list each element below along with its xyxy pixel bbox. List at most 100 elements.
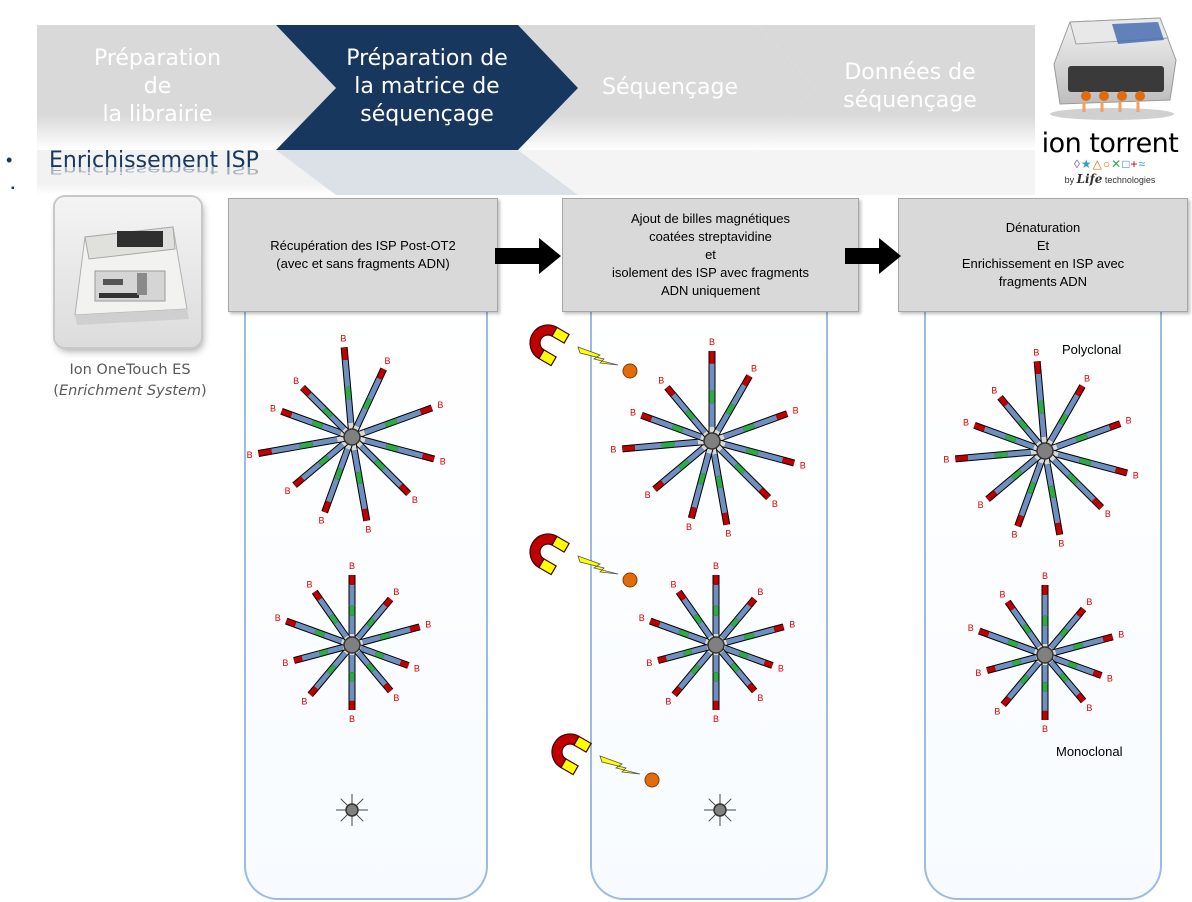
dna-strand-segment bbox=[622, 445, 636, 452]
biotin-label: B bbox=[757, 693, 763, 703]
ion-torrent-logo: ion torrent ◊★△○✕□+≈ by Life technologie… bbox=[1035, 128, 1185, 186]
dna-strand-segment bbox=[715, 412, 730, 432]
dna-strand-segment bbox=[993, 476, 1015, 495]
dna-strand-segment bbox=[1031, 462, 1043, 484]
biotin-label: B bbox=[319, 516, 325, 526]
dna-strand-segment bbox=[383, 682, 393, 693]
dna-strand-segment bbox=[341, 347, 348, 361]
dna-strand-segment bbox=[690, 664, 701, 675]
dna-strand-segment bbox=[1076, 692, 1086, 703]
dna-strand-segment bbox=[994, 451, 1008, 458]
dna-strand-segment bbox=[1015, 514, 1024, 528]
biotin-label: B bbox=[645, 490, 651, 500]
dna-strand-segment bbox=[773, 624, 785, 632]
dna-strand-segment bbox=[738, 651, 749, 659]
dna-strand-segment bbox=[1027, 631, 1042, 648]
arrow-1-to-2 bbox=[495, 238, 561, 274]
dna-strand-segment bbox=[1055, 522, 1063, 536]
dna-strand-segment bbox=[1019, 492, 1033, 517]
biotin-label: B bbox=[1000, 589, 1006, 599]
dna-strand-segment bbox=[383, 597, 393, 608]
dna-strand-segment bbox=[688, 506, 697, 519]
dna-strand-segment bbox=[681, 597, 698, 617]
dna-strand-segment bbox=[1019, 674, 1030, 685]
dna-strand-segment bbox=[987, 632, 1010, 644]
biotin-label: B bbox=[639, 613, 645, 623]
dna-strand-segment bbox=[314, 671, 331, 690]
dna-strand-segment bbox=[351, 449, 361, 473]
magnet-icon bbox=[551, 733, 592, 776]
dna-strand-segment bbox=[381, 466, 403, 488]
dna-strand-segment bbox=[678, 671, 695, 690]
dna-strand-segment bbox=[1001, 696, 1011, 707]
dna-strand-segment bbox=[327, 645, 344, 654]
dna-strand-segment bbox=[322, 407, 333, 418]
dna-strand-segment bbox=[649, 618, 661, 627]
dna-strand-segment bbox=[735, 669, 752, 687]
dna-strand-segment bbox=[285, 618, 297, 627]
section-title: Enrichissement ISP bbox=[49, 148, 259, 173]
biotin-label: B bbox=[725, 529, 731, 539]
empty-isp-core bbox=[345, 803, 359, 817]
dna-strand-segment bbox=[323, 632, 343, 644]
dna-strand-segment bbox=[1050, 497, 1061, 524]
dna-strand-segment bbox=[373, 458, 386, 471]
dna-strand-segment bbox=[724, 645, 741, 656]
dna-strand-segment bbox=[697, 472, 706, 485]
dna-strand-segment bbox=[1007, 681, 1024, 700]
dna-strand-segment bbox=[742, 423, 755, 432]
dna-strand-segment bbox=[332, 651, 348, 668]
dna-strand-segment bbox=[717, 487, 728, 514]
dna-strand-segment bbox=[1039, 413, 1047, 437]
step-label-2: Préparation de la matrice de séquençage bbox=[346, 46, 508, 127]
dna-strand-segment bbox=[1048, 485, 1056, 499]
dna-strand-segment bbox=[1064, 679, 1081, 697]
dna-strand-segment bbox=[973, 422, 986, 432]
dna-strand-segment bbox=[398, 483, 411, 496]
dna-strand-segment bbox=[1025, 661, 1041, 678]
dna-strand-segment bbox=[334, 621, 349, 638]
biotin-label: B bbox=[1058, 539, 1064, 549]
dna-strand-segment bbox=[1090, 460, 1117, 473]
magnetic-bead bbox=[644, 772, 660, 788]
dna-strand-segment bbox=[355, 471, 363, 485]
dna-strand-segment bbox=[1024, 426, 1040, 445]
dna-strand-segment bbox=[294, 622, 317, 634]
biotin-label: B bbox=[709, 337, 715, 347]
biotin-label: B bbox=[1033, 347, 1039, 357]
biotin-label: B bbox=[757, 587, 763, 597]
magnet-icon bbox=[529, 533, 570, 576]
dna-strand-segment bbox=[763, 660, 774, 668]
biotin-label: B bbox=[994, 707, 1000, 717]
dna-strand-segment bbox=[678, 459, 690, 470]
dna-strand-segment bbox=[1044, 463, 1054, 487]
biotin-label: B bbox=[285, 486, 291, 496]
dna-strand-segment bbox=[715, 475, 723, 489]
dna-strand-segment bbox=[711, 453, 721, 477]
dna-strand-segment bbox=[1053, 655, 1070, 666]
lightning-icon bbox=[577, 346, 619, 366]
dna-strand-segment bbox=[665, 651, 685, 661]
biotin-label: B bbox=[384, 356, 390, 366]
dna-strand-segment bbox=[985, 490, 998, 502]
dna-strand-segment bbox=[395, 409, 422, 424]
dna-strand-segment bbox=[1007, 639, 1019, 648]
biotin-label: B bbox=[1084, 373, 1090, 383]
lightning-icon bbox=[577, 555, 619, 575]
isp-core bbox=[707, 636, 725, 654]
step-chevron-1 bbox=[37, 25, 336, 150]
dna-strand-segment bbox=[671, 393, 689, 413]
dna-strand-segment bbox=[775, 411, 789, 420]
dna-strand-segment bbox=[671, 424, 684, 433]
dna-strand-segment bbox=[326, 664, 337, 675]
biotin-label: B bbox=[943, 455, 949, 465]
biotin-label: B bbox=[301, 697, 307, 707]
biotin-label: B bbox=[751, 363, 757, 373]
dna-strand-segment bbox=[1017, 419, 1029, 431]
biotin-label: B bbox=[975, 668, 981, 678]
biotin-label: B bbox=[778, 664, 784, 674]
biotin-label: B bbox=[349, 561, 355, 571]
dna-strand-segment bbox=[364, 438, 388, 449]
biotin-label: B bbox=[1118, 630, 1124, 640]
dna-strand-segment bbox=[300, 462, 322, 481]
